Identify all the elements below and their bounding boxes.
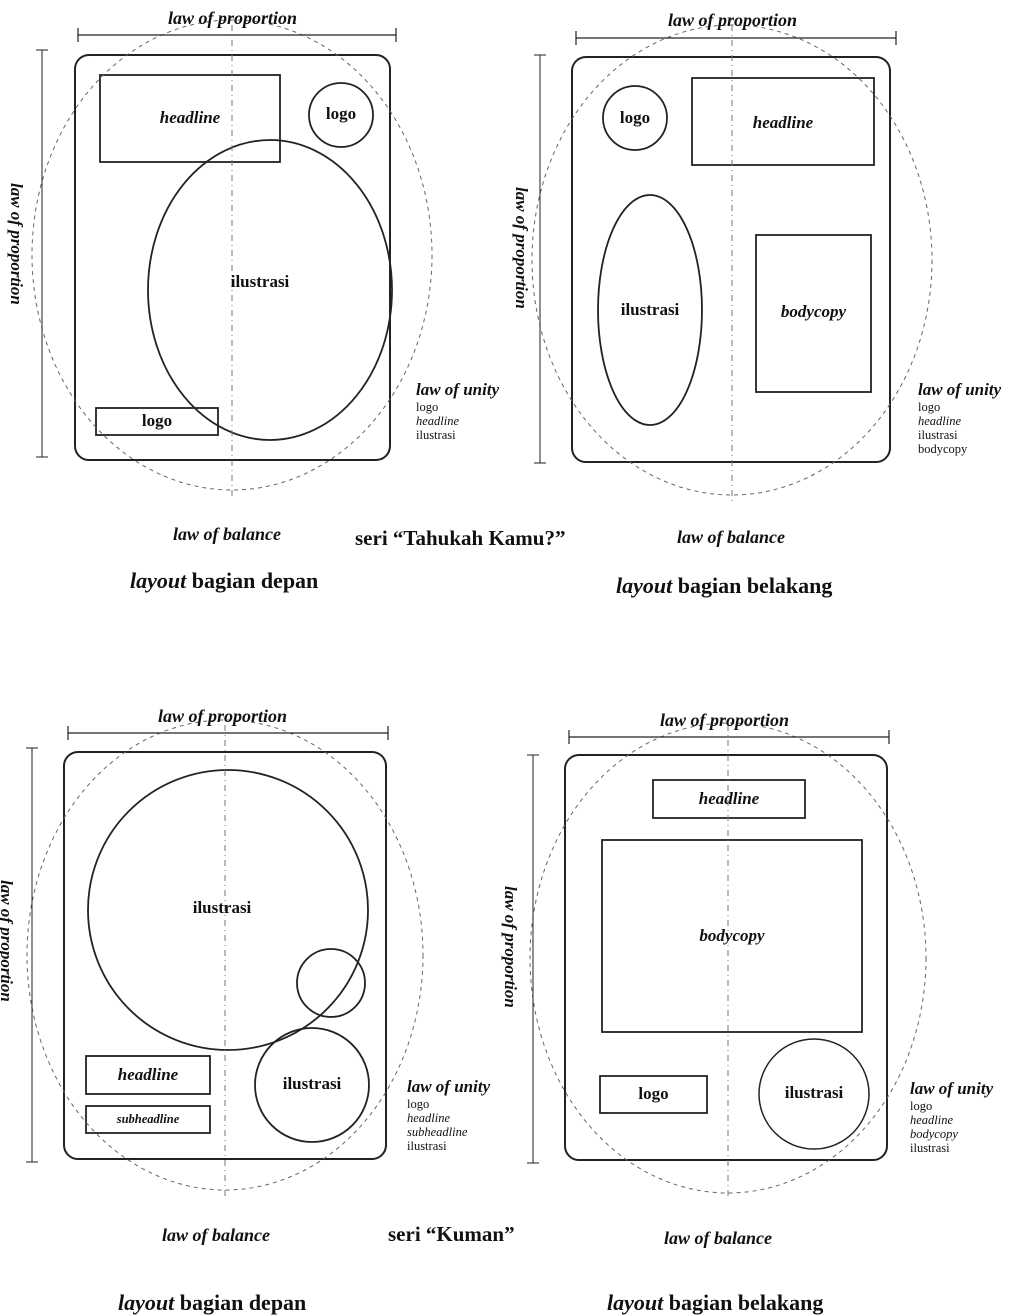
- headline-box-bottom-right: [652, 779, 806, 819]
- logo-box-bottom-right: [599, 1075, 708, 1114]
- logo-circle-top-right: [602, 85, 668, 151]
- headline-label-bottom-left: headline: [117, 1065, 179, 1084]
- caption-rest: bagian belakang: [672, 573, 833, 598]
- unity-item-ilustrasi: ilustrasi: [407, 1139, 447, 1153]
- caption-front-bottom: layout bagian depan: [118, 1290, 306, 1316]
- unity-item-headline: headline: [407, 1111, 451, 1125]
- proportion-label-bottom-right: law of proportion: [660, 710, 790, 730]
- logo-label-top-right: logo: [619, 108, 651, 127]
- balance-label-bottom-right: law of balance: [664, 1228, 772, 1248]
- headline-box-top-left: [99, 74, 281, 163]
- subheadline-label-bottom-left: subheadline: [116, 1112, 180, 1126]
- logo-box-top-left: [95, 407, 219, 436]
- headline-label-bottom-right: headline: [698, 789, 760, 808]
- balance-guide-top-left: [31, 19, 433, 491]
- headline-label-top-left: headline: [159, 108, 221, 127]
- subheadline-box-bottom-left: [85, 1105, 211, 1134]
- caption-layout-word: layout: [118, 1290, 175, 1315]
- unity-title-top-left: law of unity: [416, 380, 500, 399]
- unity-block-bottom-right: law of unity logo headline bodycopy ilus…: [910, 1079, 993, 1155]
- unity-item-ilustrasi: ilustrasi: [416, 428, 456, 442]
- logo-box-label-top-left: logo: [141, 411, 173, 430]
- unity-block-top-left: law of unity logo headline ilustrasi: [416, 380, 499, 442]
- caption-back-bottom: layout bagian belakang: [607, 1290, 823, 1316]
- unity-item-headline: headline: [416, 414, 460, 428]
- caption-rest: bagian depan: [186, 568, 319, 593]
- logo-label-top-left: logo: [325, 104, 357, 123]
- balance-guide-bottom-right: [529, 722, 927, 1194]
- ilustrasi-ellipse-top-left: [147, 139, 393, 441]
- unity-title-bottom-right: law of unity: [910, 1079, 994, 1098]
- proportion-label-bottom-left: law of proportion: [158, 706, 288, 726]
- ilustrasi-label-bottom-right: ilustrasi: [784, 1083, 844, 1102]
- balance-guide-bottom-left: [26, 719, 424, 1191]
- unity-item-logo: logo: [910, 1099, 933, 1113]
- bodycopy-box-top-right: [755, 234, 872, 393]
- page-frame-bottom-left: [63, 751, 387, 1160]
- page-frame-top-right: [571, 56, 891, 463]
- proportion-label-top-left: law of proportion: [168, 8, 298, 28]
- unity-item-bodycopy: bodycopy: [918, 442, 968, 456]
- caption-front-top: layout bagian depan: [130, 568, 318, 594]
- caption-layout-word: layout: [616, 573, 673, 598]
- proportion-label-vertical-bottom-left: law of proportion: [0, 880, 16, 1002]
- caption-layout-word: layout: [130, 568, 187, 593]
- headline-label-top-right: headline: [752, 113, 814, 132]
- unity-item-logo: logo: [918, 400, 941, 414]
- small-circle-bottom-left: [296, 948, 366, 1018]
- balance-label-top-right: law of balance: [677, 527, 785, 547]
- unity-item-ilustrasi: ilustrasi: [918, 428, 958, 442]
- unity-item-logo: logo: [416, 400, 439, 414]
- ilustrasi-label-top-left: ilustrasi: [230, 272, 290, 291]
- ilustrasi-small-label-bottom-left: ilustrasi: [282, 1074, 342, 1093]
- caption-rest: bagian belakang: [663, 1290, 824, 1315]
- logo-label-bottom-right: logo: [638, 1084, 669, 1103]
- series-title-bottom: seri “Kuman”: [388, 1222, 515, 1246]
- balance-label-bottom-left: law of balance: [162, 1225, 270, 1245]
- caption-rest: bagian depan: [174, 1290, 307, 1315]
- proportion-label-vertical-top-left: law of proportion: [7, 183, 26, 305]
- ilustrasi-circle-bottom-right: [758, 1038, 870, 1150]
- proportion-label-top-right: law of proportion: [668, 10, 798, 30]
- proportion-label-vertical-bottom-right: law of proportion: [501, 886, 520, 1008]
- unity-block-top-right: law of unity logo headline ilustrasi bod…: [918, 380, 1001, 456]
- caption-layout-word: layout: [607, 1290, 664, 1315]
- proportion-label-vertical-top-right: law of proportion: [512, 187, 531, 309]
- ilustrasi-small-circle-bottom-left: [254, 1027, 370, 1143]
- page-frame-bottom-right: [564, 754, 888, 1161]
- unity-item-headline: headline: [910, 1113, 954, 1127]
- unity-title-bottom-left: law of unity: [407, 1077, 491, 1096]
- headline-box-bottom-left: [85, 1055, 211, 1095]
- caption-back-top: layout bagian belakang: [616, 573, 832, 599]
- series-title-top: seri “Tahukah Kamu?”: [355, 526, 566, 550]
- unity-title-top-right: law of unity: [918, 380, 1002, 399]
- ilustrasi-label-top-right: ilustrasi: [620, 300, 680, 319]
- logo-circle-top-left: [308, 82, 374, 148]
- headline-box-top-right: [691, 77, 875, 166]
- unity-item-subheadline: subheadline: [407, 1125, 468, 1139]
- unity-item-headline: headline: [918, 414, 962, 428]
- unity-item-bodycopy: bodycopy: [910, 1127, 958, 1141]
- ilustrasi-label-bottom-left: ilustrasi: [192, 898, 252, 917]
- unity-item-ilustrasi: ilustrasi: [910, 1141, 950, 1155]
- balance-label-top-left: law of balance: [173, 524, 281, 544]
- unity-block-bottom-left: law of unity logo headline subheadline i…: [407, 1077, 490, 1153]
- ilustrasi-big-circle-bottom-left: [87, 769, 369, 1051]
- bodycopy-box-bottom-right: [601, 839, 863, 1033]
- bodycopy-label-top-right: bodycopy: [780, 302, 847, 321]
- ilustrasi-ellipse-top-right: [597, 194, 703, 426]
- unity-item-logo: logo: [407, 1097, 430, 1111]
- bodycopy-label-bottom-right: bodycopy: [699, 926, 765, 945]
